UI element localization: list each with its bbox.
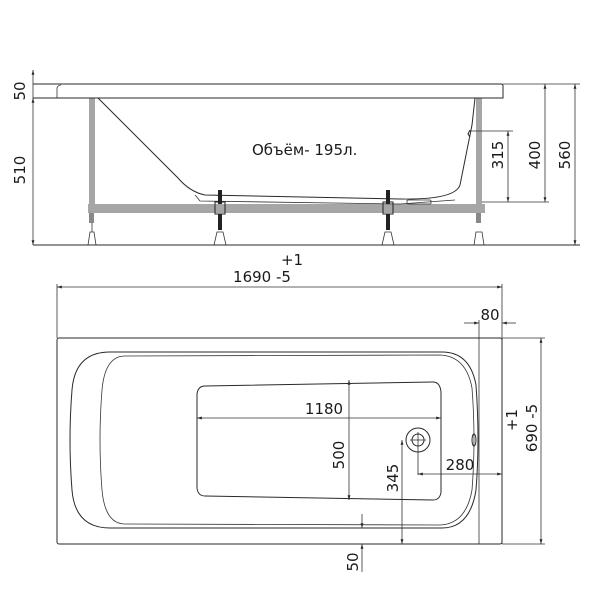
rim-corner <box>56 84 62 98</box>
rim-contour-outer <box>69 351 479 529</box>
tub-body <box>97 97 476 200</box>
tub-rim <box>33 83 504 99</box>
dim-bowl-length: 1180 <box>305 400 343 418</box>
drain-fitting <box>406 199 432 205</box>
dim-rim-offset: 80 <box>480 306 499 324</box>
dim-rim-height: 50 <box>11 81 29 100</box>
tub-outline-top <box>56 337 503 545</box>
volume-label: Объём- 195л. <box>252 141 357 159</box>
tub-bottom <box>194 194 456 205</box>
dim-inner-height: 400 <box>526 141 544 170</box>
foot-adjustable-1 <box>213 190 227 246</box>
frame-leg-left <box>89 98 95 205</box>
side-view: 50 510 Объём- 195л. 315 400 560 <box>11 70 580 246</box>
bowl-contour <box>196 381 442 501</box>
dim-body-height: 510 <box>11 156 29 185</box>
dim-bottom-margin: 50 <box>344 552 362 571</box>
dim-bowl-width: 500 <box>330 441 348 470</box>
length-tolerance-plus: +1 <box>281 251 303 269</box>
dim-total-height: 560 <box>556 141 574 170</box>
foot-left-end <box>87 213 97 246</box>
dim-drain-y: 345 <box>384 464 402 493</box>
dim-drain-x: 280 <box>446 456 475 474</box>
top-view: +1 1690 -5 80 1180 500 345 <box>56 251 545 572</box>
overflow <box>467 129 471 138</box>
frame-leg-right <box>476 98 482 205</box>
width-value: 690 -5 <box>523 404 541 452</box>
overflow-icon <box>471 433 477 447</box>
frame-bar <box>88 204 485 213</box>
rim-contour-inner <box>99 354 475 526</box>
width-tolerance-plus: +1 <box>503 409 521 431</box>
foot-right-end <box>473 213 485 246</box>
dim-overflow-height: 315 <box>489 141 507 170</box>
length-value: 1690 -5 <box>233 268 291 286</box>
